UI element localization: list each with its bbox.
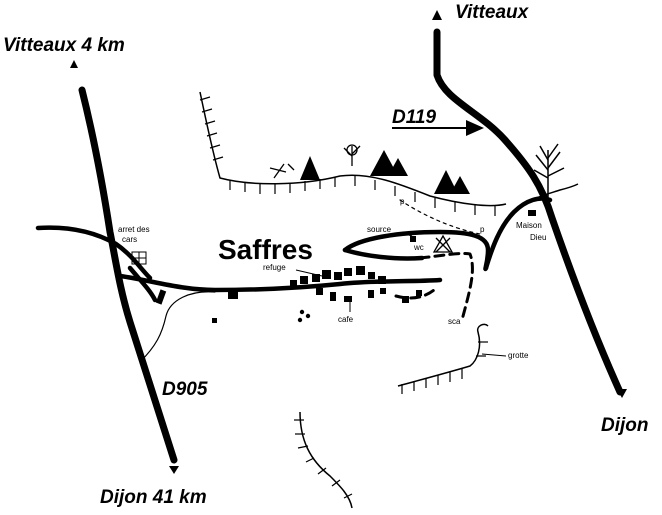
north-arrow-icon	[70, 10, 627, 474]
poi-grotte: grotte	[508, 351, 529, 360]
tree-icon	[269, 163, 295, 179]
poi-p-top: p	[400, 197, 405, 206]
poi-dieu: Dieu	[530, 233, 547, 242]
poi-source: source	[367, 225, 392, 234]
map-title: Saffres	[218, 234, 313, 265]
village-buildings	[155, 210, 536, 323]
road-label-d119: D119	[392, 107, 437, 128]
tree-icon	[343, 144, 361, 166]
camp-icon	[432, 234, 454, 253]
poi-arret-line2: cars	[122, 235, 138, 244]
cliff-south-ticks	[294, 419, 353, 499]
trail-dashed-2	[394, 288, 436, 300]
destination-dijon-right: Dijon	[601, 415, 649, 436]
trail-dashed	[418, 252, 474, 322]
bus-stop-icon	[131, 251, 147, 265]
cliff-south	[299, 411, 353, 509]
cliff-grotte-ticks	[401, 341, 488, 394]
road-d119	[433, 28, 624, 396]
destination-dijon-bottom: Dijon 41 km	[100, 487, 207, 508]
road-village-main	[117, 273, 443, 293]
poi-wc: wc	[414, 243, 424, 252]
destination-vitteaux-left: Vitteaux 4 km	[3, 35, 125, 56]
poi-maison: Maison	[516, 221, 542, 230]
road-junction-link	[127, 265, 158, 303]
cliff-grotte	[397, 323, 489, 387]
path-southwest	[139, 291, 216, 363]
road-east-link	[483, 196, 553, 271]
mountain-icon	[300, 150, 470, 194]
poi-cafe: cafe	[338, 315, 354, 324]
cliff-upper-ticks	[199, 96, 496, 216]
road-label-d905: D905	[162, 379, 208, 400]
destination-vitteaux-top: Vitteaux	[455, 2, 529, 23]
tree-icon	[533, 143, 565, 198]
d119-arrow-icon	[392, 120, 484, 136]
poi-refuge: refuge	[263, 263, 286, 272]
leader-lines	[295, 232, 507, 357]
road-west-branch	[35, 225, 153, 281]
poi-sca: sca	[448, 317, 461, 326]
poi-p-right: p	[480, 225, 485, 234]
cliff-east	[515, 183, 579, 211]
poi-arret-line1: arret des	[118, 225, 150, 234]
trail-dotted	[399, 199, 481, 235]
road-lower-loop	[342, 247, 425, 261]
